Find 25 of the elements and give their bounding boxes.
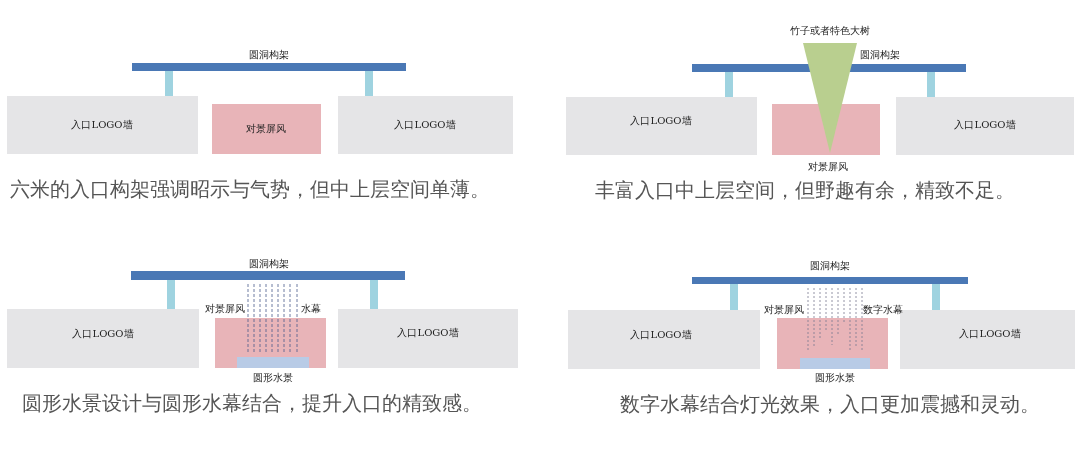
node-label: 圆洞构架 <box>810 260 850 272</box>
node-label: 入口LOGO墙 <box>71 119 133 131</box>
node-label: 入口LOGO墙 <box>394 119 456 131</box>
caption: 数字水幕结合灯光效果，入口更加震撼和灵动。 <box>620 392 1040 416</box>
node-label: 入口LOGO墙 <box>397 327 459 339</box>
node-label: 对景屏风 <box>764 304 804 316</box>
node-label: 对景屏风 <box>205 303 245 315</box>
node-label: 圆洞构架 <box>860 49 900 61</box>
node-label: 竹子或者特色大树 <box>790 25 870 37</box>
node-label: 圆形水景 <box>253 372 293 384</box>
node-label: 对景屏风 <box>246 123 286 135</box>
node-label: 圆洞构架 <box>249 258 289 270</box>
annotation-label: 水幕 <box>301 303 321 315</box>
node-label: 入口LOGO墙 <box>72 328 134 340</box>
node-label: 圆洞构架 <box>249 49 289 61</box>
annotation-label: 数字水幕 <box>863 304 903 316</box>
node-label: 入口LOGO墙 <box>630 329 692 341</box>
node-label: 入口LOGO墙 <box>959 328 1021 340</box>
node-label: 圆形水景 <box>815 372 855 384</box>
node-label: 入口LOGO墙 <box>954 119 1016 131</box>
node-label: 入口LOGO墙 <box>630 115 692 127</box>
caption: 六米的入口构架强调昭示与气势，但中上层空间单薄。 <box>10 177 490 201</box>
caption: 丰富入口中上层空间，但野趣有余，精致不足。 <box>595 178 1015 202</box>
node-label: 对景屏风 <box>808 161 848 173</box>
caption: 圆形水景设计与圆形水幕结合，提升入口的精致感。 <box>22 391 482 415</box>
